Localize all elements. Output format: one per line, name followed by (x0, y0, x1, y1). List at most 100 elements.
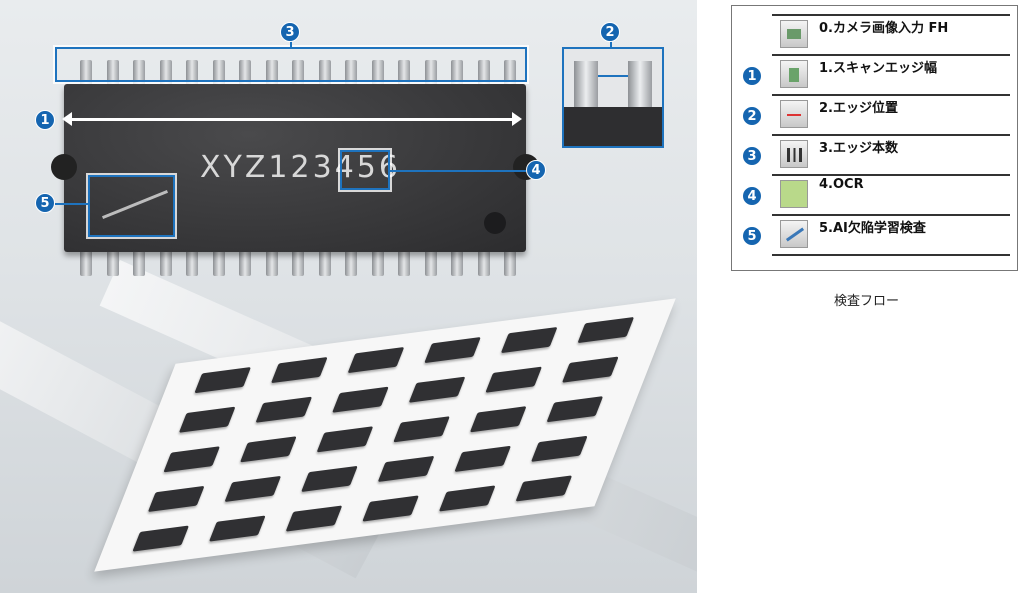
chip-pin (80, 250, 92, 276)
flow-marker-4: 4 (742, 186, 762, 206)
callout-2: 2 (600, 22, 620, 42)
chip-pin (398, 60, 410, 86)
tray-chip (285, 505, 343, 532)
tray-chip (239, 436, 297, 463)
flow-step-label: 0.カメラ画像入力 FH (819, 21, 949, 36)
chip-pin (504, 250, 516, 276)
leader-line (290, 40, 292, 47)
flow-step[interactable]: 4 4.OCR (742, 174, 1010, 214)
ocr-icon (780, 180, 808, 208)
chip-pin (186, 60, 198, 86)
width-arrow (62, 112, 522, 126)
tray-chip (577, 316, 635, 344)
flow-step[interactable]: 2 2.エッジ位置 (742, 94, 1010, 134)
tray-chip (393, 416, 450, 443)
chip-pin (265, 250, 278, 276)
tray-chip (163, 446, 221, 473)
chip-pin (239, 250, 251, 276)
chip-pin (371, 60, 384, 86)
ai-defect-icon (780, 220, 808, 248)
tray-chip (224, 475, 282, 503)
tray-chip (270, 356, 328, 384)
tray-chip (194, 367, 252, 394)
edge-count-icon (780, 140, 808, 168)
ocr-highlight (340, 150, 390, 190)
callout-4: 4 (526, 160, 546, 180)
flow-step-label: 3.エッジ本数 (819, 141, 898, 156)
chip-pin (345, 60, 357, 86)
leader-line (55, 203, 88, 205)
chip-pin (451, 250, 463, 276)
tray-chip (332, 386, 389, 413)
edge-position-inset (562, 47, 664, 148)
pin1-dimple (484, 212, 506, 234)
chip-pin (451, 60, 463, 86)
tray-chip (301, 465, 358, 493)
chip-body (564, 107, 662, 146)
tray-chip (408, 376, 466, 403)
tray-chip (546, 396, 604, 423)
tray-chip (530, 435, 588, 462)
leader-line (610, 40, 612, 47)
pin-count-highlight (55, 47, 527, 82)
tray-chip (178, 406, 236, 433)
tray-chip (147, 485, 205, 513)
flow-step-label: 4.OCR (819, 177, 864, 192)
flow-step[interactable]: 3 3.エッジ本数 (742, 134, 1010, 174)
chip-pin (292, 250, 304, 276)
flow-step-label: 1.スキャンエッジ幅 (819, 61, 937, 76)
tray-chip (208, 515, 266, 542)
tray-chip (500, 326, 558, 354)
chip-pin (212, 250, 225, 276)
chip-pin (504, 60, 516, 86)
tray-chip (469, 406, 527, 433)
chip-pin (133, 250, 145, 276)
chip-pin (159, 60, 172, 86)
chip-pin (318, 60, 331, 86)
chip-pin (186, 250, 198, 276)
flow-step[interactable]: 5 5.AI欠陥学習検査 (742, 214, 1010, 256)
chip-pin (80, 60, 92, 86)
leader-line (390, 170, 526, 172)
tray-chip (255, 396, 313, 423)
camera-icon (780, 20, 808, 48)
chip-notch (51, 154, 77, 180)
flow-marker-1: 1 (742, 66, 762, 86)
flow-step[interactable]: 0.カメラ画像入力 FH (772, 14, 1010, 54)
callout-1: 1 (35, 110, 55, 130)
callout-3: 3 (280, 22, 300, 42)
tray-chip (316, 426, 374, 453)
tray-chip (438, 485, 496, 512)
chip-marking: XYZ123456 (200, 150, 401, 185)
gap-arrow (598, 75, 628, 77)
flow-step-label: 5.AI欠陥学習検査 (819, 221, 926, 236)
ic-chip (51, 84, 539, 252)
chip-pin (265, 60, 278, 86)
chip-pin (159, 250, 172, 276)
tray-chip (515, 475, 573, 502)
chip-pin (292, 60, 304, 86)
chip-pin (477, 250, 490, 276)
tray-chip (485, 366, 543, 393)
flow-marker-3: 3 (742, 146, 762, 166)
tray-chip (377, 455, 435, 482)
tray-chip (454, 445, 512, 472)
tray-chip (561, 356, 619, 383)
callout-5: 5 (35, 193, 55, 213)
edge-width-icon (780, 60, 808, 88)
chip-pin (106, 250, 119, 276)
tray-chip (424, 336, 481, 364)
chip-pin (398, 250, 410, 276)
chip-pin (345, 250, 357, 276)
inspection-flow-panel: 0.カメラ画像入力 FH 1 1.スキャンエッジ幅 2 2.エッジ位置 3 3.… (731, 5, 1018, 271)
chip-pin (424, 60, 437, 86)
flow-step-label: 2.エッジ位置 (819, 101, 898, 116)
pin (574, 61, 598, 109)
flow-marker-5: 5 (742, 226, 762, 246)
flow-marker-2: 2 (742, 106, 762, 126)
tray-chip (347, 346, 405, 374)
chip-pin (239, 60, 251, 86)
flow-step[interactable]: 1 1.スキャンエッジ幅 (742, 54, 1010, 94)
pin (628, 61, 652, 109)
edge-position-icon (780, 100, 808, 128)
